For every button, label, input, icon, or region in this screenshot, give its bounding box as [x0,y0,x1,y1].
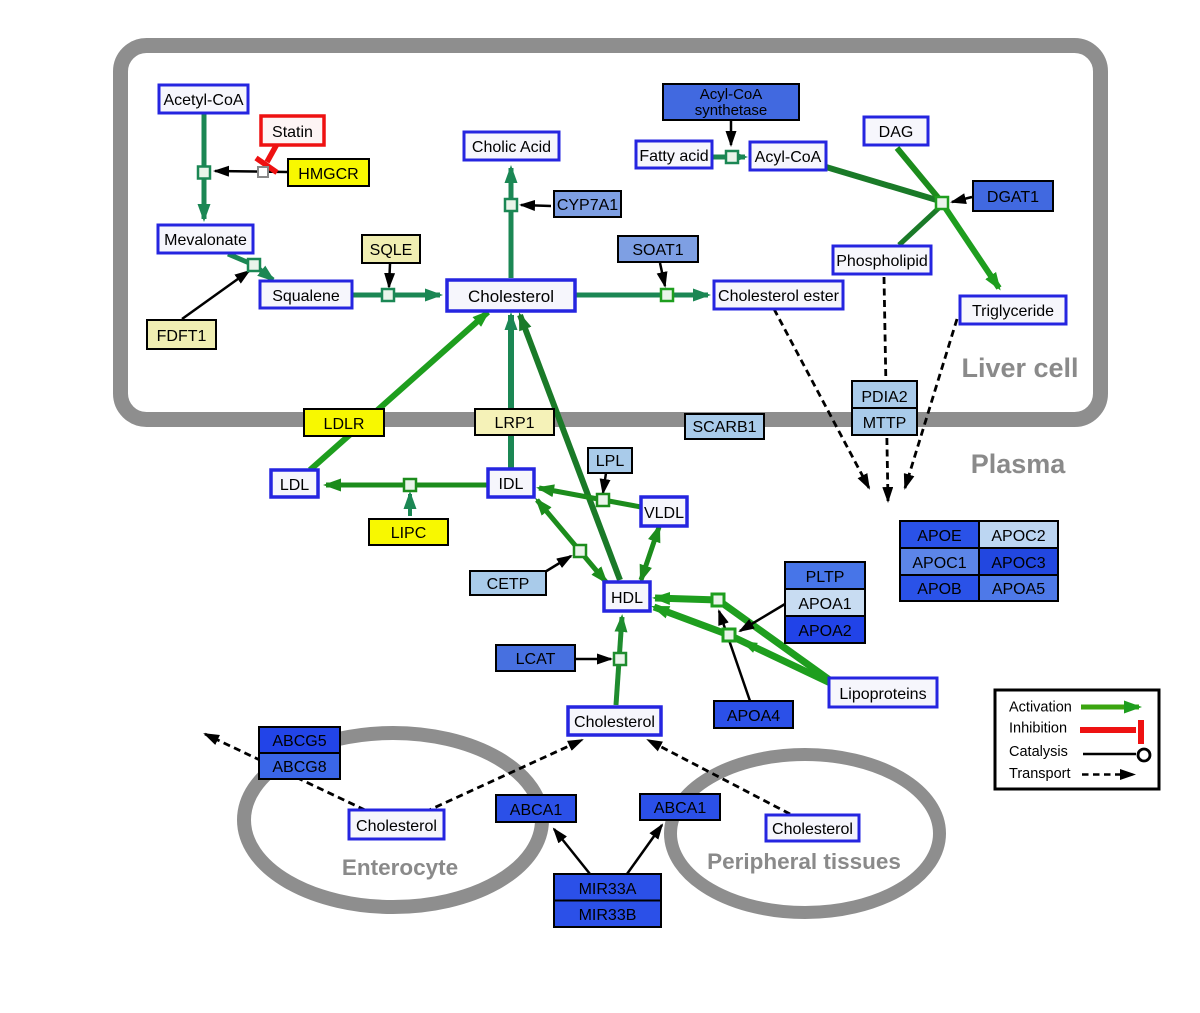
svg-text:VLDL: VLDL [644,505,684,522]
svg-text:Cholesterol: Cholesterol [468,287,554,306]
svg-text:synthetase: synthetase [695,102,768,119]
svg-text:LIPC: LIPC [391,525,427,542]
svg-text:Acyl-CoA: Acyl-CoA [700,86,763,103]
svg-text:APOE: APOE [917,528,961,545]
svg-text:LDLR: LDLR [324,416,365,433]
svg-text:SOAT1: SOAT1 [632,242,683,259]
svg-text:Inhibition: Inhibition [1009,721,1067,737]
svg-text:Statin: Statin [272,124,313,141]
svg-text:Cholesterol: Cholesterol [356,818,437,835]
svg-text:ABCA1: ABCA1 [510,802,563,819]
svg-text:MTTP: MTTP [863,415,907,432]
svg-text:PLTP: PLTP [806,569,845,586]
svg-text:APOA5: APOA5 [992,581,1045,598]
svg-text:CYP7A1: CYP7A1 [557,197,618,214]
svg-text:LRP1: LRP1 [494,415,534,432]
svg-text:HDL: HDL [611,590,643,607]
svg-text:Liver cell: Liver cell [961,353,1078,383]
svg-text:Enterocyte: Enterocyte [342,855,458,880]
svg-text:IDL: IDL [499,476,524,493]
svg-text:APOC3: APOC3 [991,555,1045,572]
svg-text:Acyl-CoA: Acyl-CoA [755,149,822,166]
svg-text:Activation: Activation [1009,700,1072,716]
svg-text:Cholesterol ester: Cholesterol ester [718,288,840,305]
svg-text:Cholesterol: Cholesterol [574,714,655,731]
svg-text:HMGCR: HMGCR [298,166,358,183]
svg-text:APOA1: APOA1 [798,596,851,613]
svg-text:Triglyceride: Triglyceride [972,303,1054,320]
svg-text:Fatty acid: Fatty acid [639,148,708,165]
svg-text:LCAT: LCAT [516,651,556,668]
svg-text:LPL: LPL [596,453,625,470]
svg-text:Acetyl-CoA: Acetyl-CoA [163,92,243,109]
svg-text:Cholic Acid: Cholic Acid [472,139,551,156]
svg-text:Transport: Transport [1009,766,1071,782]
svg-text:DAG: DAG [879,124,914,141]
svg-text:LDL: LDL [280,477,309,494]
svg-text:SQLE: SQLE [370,242,413,259]
svg-text:APOC2: APOC2 [991,528,1045,545]
svg-text:APOA2: APOA2 [798,623,851,640]
svg-text:APOA4: APOA4 [727,708,780,725]
svg-text:Phospholipid: Phospholipid [836,253,928,270]
svg-text:DGAT1: DGAT1 [987,189,1039,206]
svg-text:Catalysis: Catalysis [1009,744,1068,760]
svg-text:PDIA2: PDIA2 [861,389,907,406]
svg-text:Squalene: Squalene [272,288,340,305]
svg-text:ABCA1: ABCA1 [654,800,707,817]
svg-text:Cholesterol: Cholesterol [772,821,853,838]
svg-text:Lipoproteins: Lipoproteins [839,686,926,703]
svg-text:FDFT1: FDFT1 [157,328,207,345]
svg-text:Peripheral tissues: Peripheral tissues [707,849,901,874]
svg-text:MIR33A: MIR33A [579,881,637,898]
svg-text:APOC1: APOC1 [912,555,966,572]
svg-text:SCARB1: SCARB1 [692,419,756,436]
svg-text:APOB: APOB [917,581,961,598]
svg-text:ABCG5: ABCG5 [272,733,326,750]
svg-text:Plasma: Plasma [971,449,1067,479]
svg-text:ABCG8: ABCG8 [272,759,326,776]
svg-text:Mevalonate: Mevalonate [164,232,247,249]
svg-text:MIR33B: MIR33B [579,907,637,924]
svg-text:CETP: CETP [487,576,530,593]
